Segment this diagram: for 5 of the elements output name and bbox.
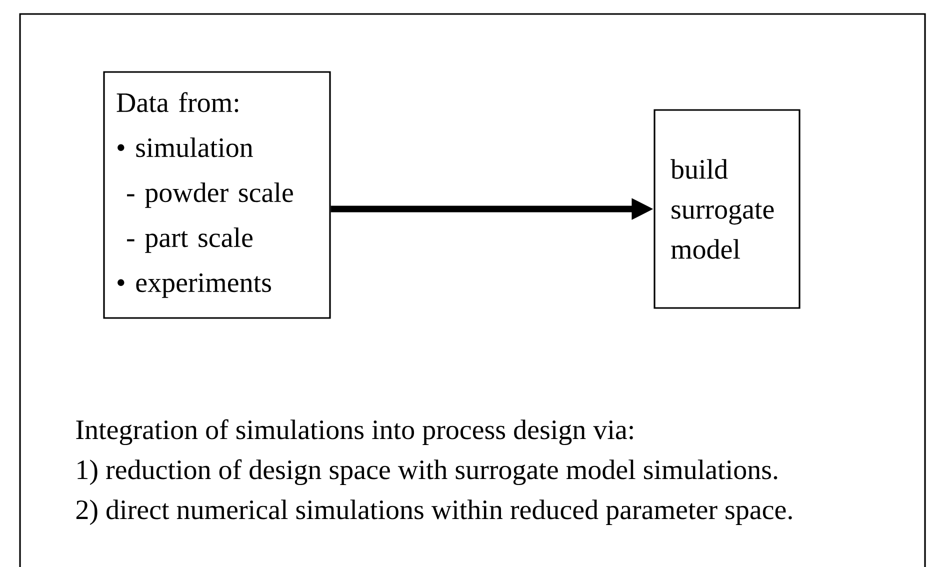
note-text: Integration of simulations into process design via:	[76, 419, 633, 446]
text-box: Data from: • simulation - powder scale - part scale • experiments	[103, 71, 331, 319]
text-box: build surrogate model	[654, 109, 800, 309]
note-text: 1) reduction of design space with surrogate model simulations.	[78, 459, 778, 486]
note-text: 2) direct numerical simulations within reduced parameter space.	[76, 500, 792, 525]
